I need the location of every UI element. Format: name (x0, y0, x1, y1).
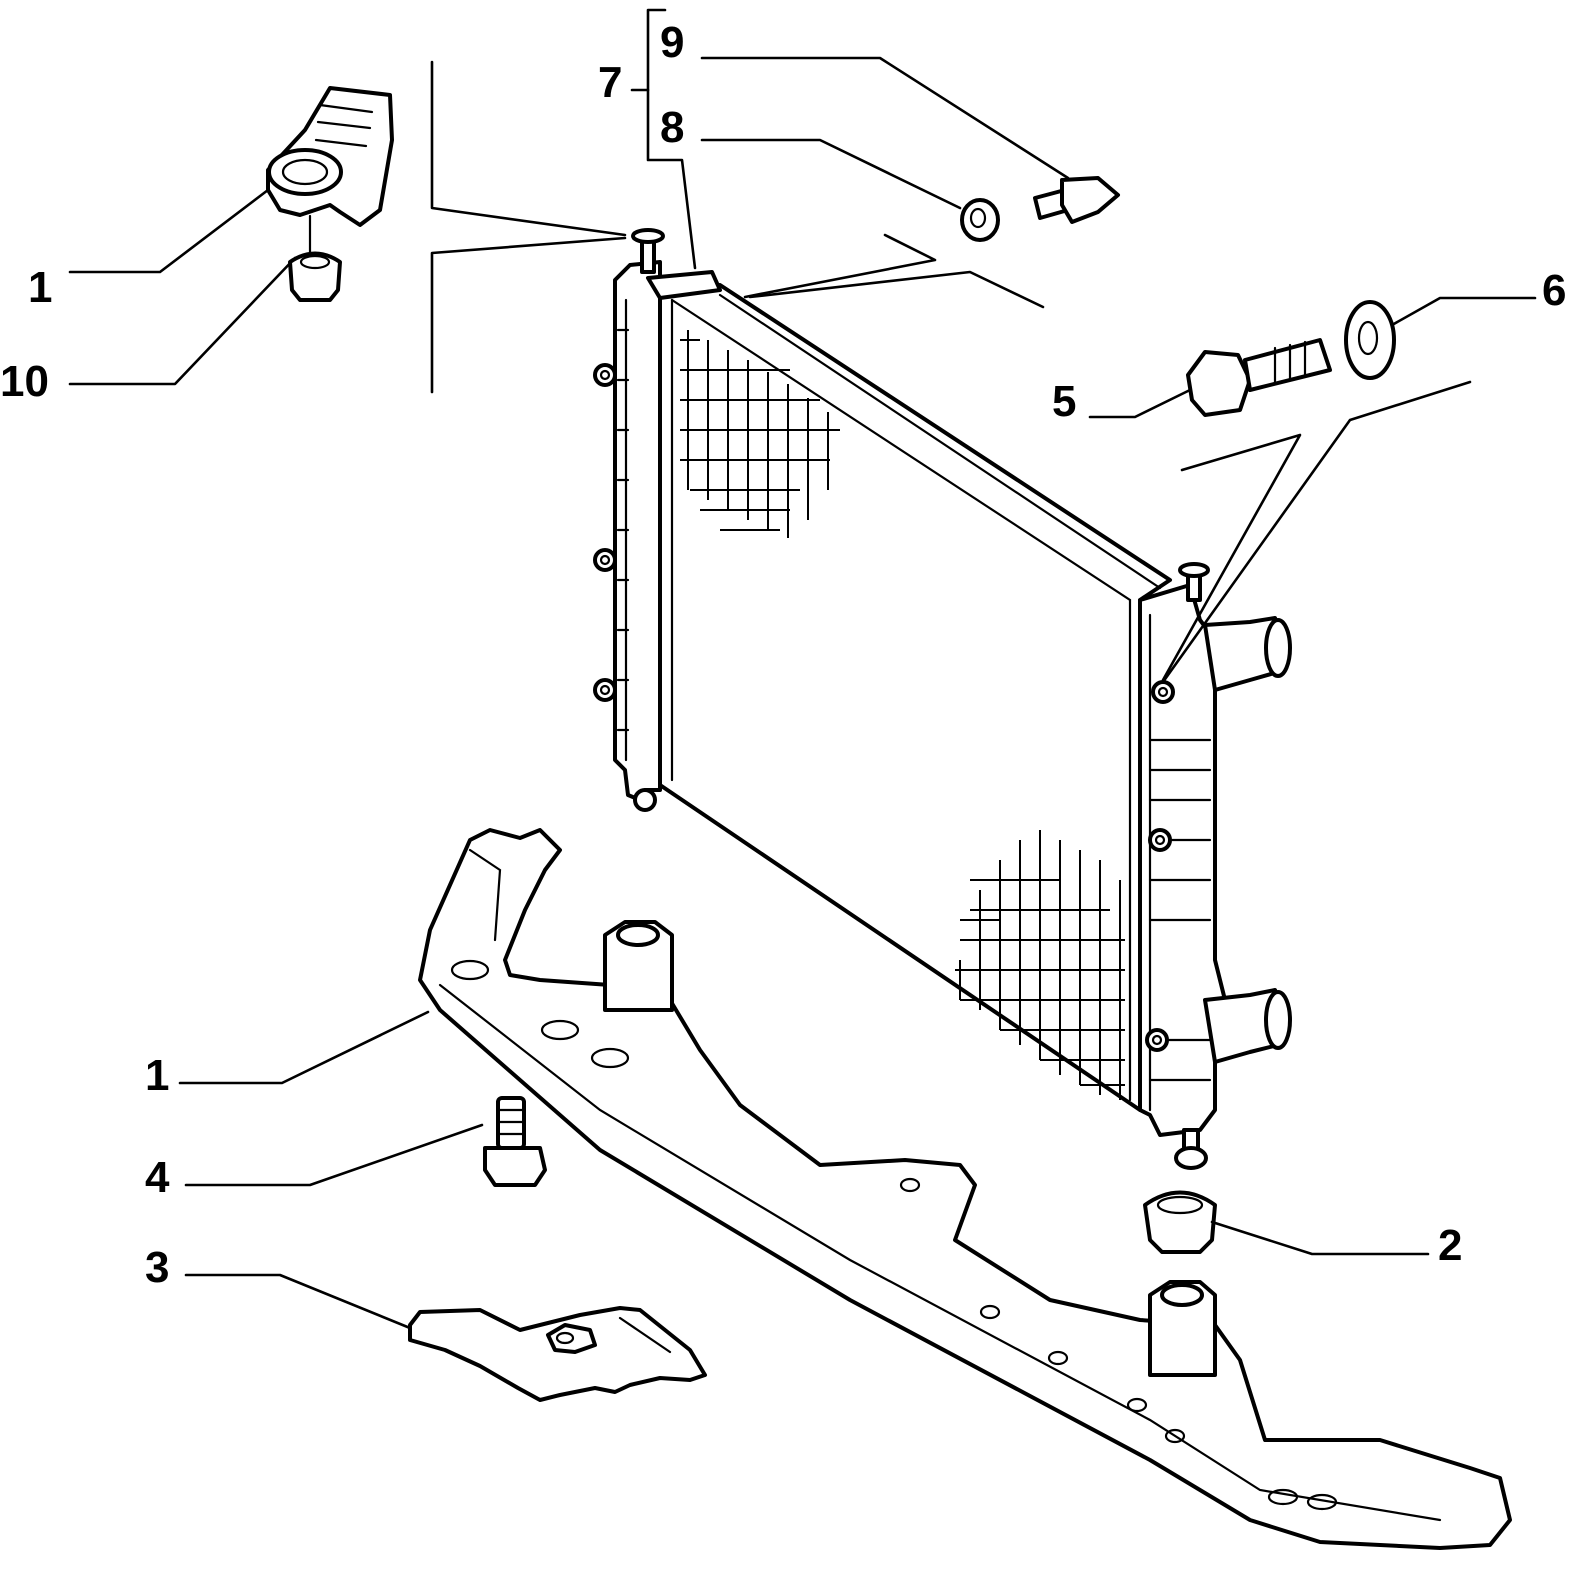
leader-lines (68, 8, 1537, 1330)
callout-10: 10 (0, 357, 49, 406)
leader-2 (1210, 1220, 1430, 1256)
lower-cross-member (418, 828, 1512, 1550)
rubber-mount-lower (1143, 1190, 1217, 1254)
radiator-core (658, 283, 1172, 1112)
leader-8 (700, 138, 962, 210)
bolt-part-5 (1186, 338, 1332, 417)
washer-part-8 (960, 198, 1000, 242)
rubber-mount-upper (288, 214, 342, 302)
leader-7-bracket-low (646, 88, 697, 270)
leader-3 (184, 1273, 412, 1330)
callout-1-upper: 1 (28, 263, 52, 312)
callout-7: 7 (598, 58, 622, 107)
radiator-mesh-upper (680, 330, 840, 538)
stud-bolt-part-4 (483, 1096, 547, 1187)
callout-6: 6 (1542, 266, 1566, 315)
callout-3: 3 (145, 1243, 169, 1292)
radiator-mesh-lower (955, 830, 1125, 1100)
washer-part-6 (1344, 300, 1396, 380)
callout-labels: 1 10 7 9 8 6 5 1 4 3 2 (0, 18, 1566, 1292)
alignment-lines-upper (430, 60, 627, 394)
leader-1-upper (68, 188, 270, 274)
callout-8: 8 (660, 103, 684, 152)
callout-2: 2 (1438, 1221, 1462, 1270)
alignment-lines-right (1161, 380, 1472, 684)
callout-4: 4 (145, 1153, 170, 1202)
leader-1-lower (178, 1010, 430, 1085)
leader-6 (1390, 296, 1537, 327)
radiator-assembly (593, 228, 1292, 1170)
callout-5: 5 (1052, 377, 1076, 426)
plate-part-3 (408, 1306, 707, 1402)
alignment-lines-top (743, 233, 1045, 309)
leader-10 (68, 256, 297, 386)
callout-1-lower: 1 (145, 1051, 169, 1100)
leader-7-bracket (630, 8, 667, 92)
leader-4 (184, 1123, 484, 1187)
drain-plug-part-9 (1033, 176, 1120, 224)
leader-9 (700, 56, 1070, 180)
upper-mounting-bracket (266, 86, 394, 227)
callout-9: 9 (660, 18, 684, 67)
leader-5 (1088, 388, 1192, 419)
